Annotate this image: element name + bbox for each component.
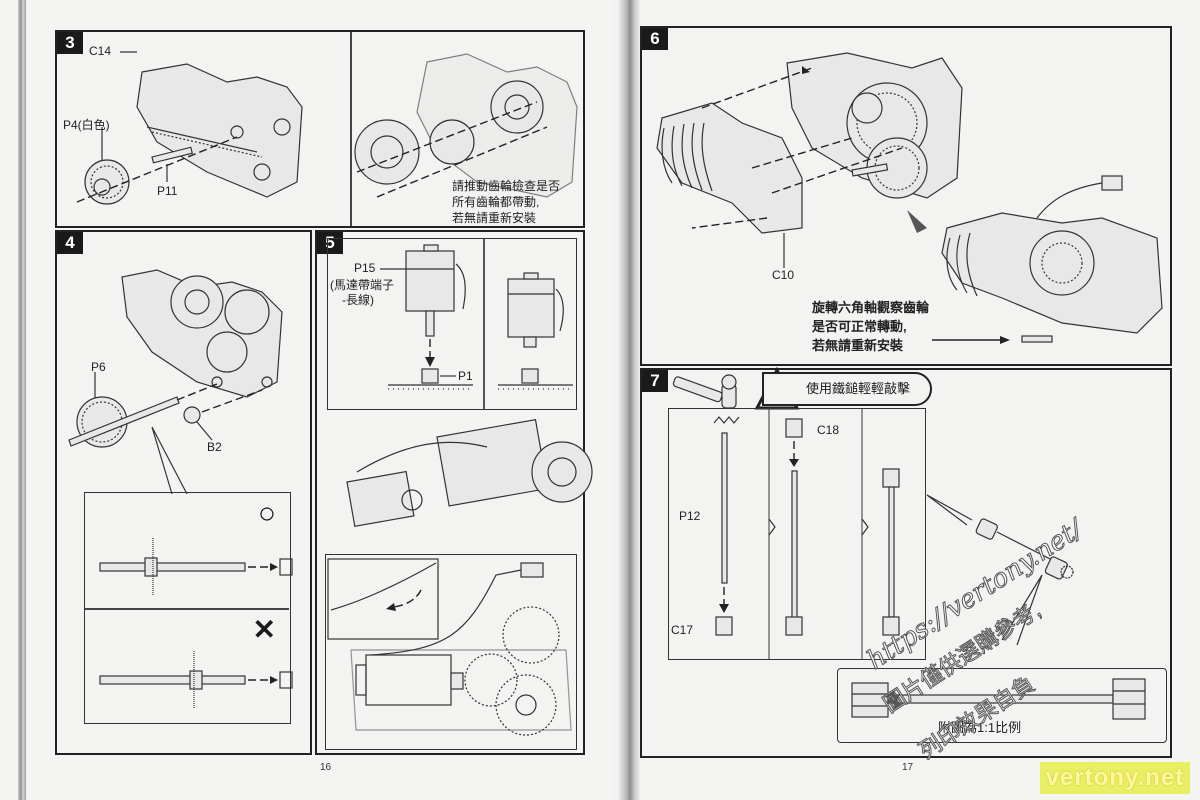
step-number: 6 [642, 28, 668, 50]
gearbox-assembly-illustration [656, 52, 1163, 344]
book-spine [618, 0, 640, 800]
part-desc-line-1: (馬達帶端子 [330, 278, 394, 292]
motor-install-illustration [346, 418, 593, 528]
step-7-panel: 7 使用鐵鎚輕輕敲擊 [640, 366, 1172, 758]
part-label-c10: C10 [772, 268, 795, 282]
wiring-diagram [327, 558, 572, 736]
part-label-p4: P4(白色) [63, 118, 110, 132]
part-label-c18: C18 [817, 423, 840, 437]
step-number: 7 [642, 370, 668, 392]
gear-shaft-illustration [68, 269, 283, 495]
part-label-p12: P12 [679, 509, 701, 523]
step-number: 3 [57, 32, 83, 54]
step-number: 5 [317, 232, 343, 254]
part-label-b2: B2 [207, 440, 222, 454]
page-number: 16 [320, 762, 332, 773]
site-badge: vertony.net [1040, 762, 1190, 794]
motor-pinion-illustration [380, 244, 573, 390]
page-edge [18, 0, 26, 800]
motor-press-box: P15 (馬達帶端子 -長線) P1 [327, 238, 577, 410]
part-label-c14: C14 [89, 44, 112, 58]
wiring-detail-box [325, 554, 577, 750]
part-label-p15: P15 [354, 261, 376, 275]
part-label-p6: P6 [91, 360, 106, 374]
shaft-position-diagrams [99, 538, 293, 709]
right-page: 6 C10 [640, 0, 1200, 800]
scale-axle-diagram [851, 678, 1146, 720]
axle-assembly-box: P12 C18 C17 [668, 408, 926, 660]
step-3-panel: 3 C14 P4(白色) [55, 30, 585, 228]
wrong-mark-icon: ✕ [252, 614, 276, 645]
step-4-panel: 4 P6 B2 ○ ✕ [55, 230, 312, 755]
page-number: 17 [902, 762, 914, 773]
comparison-divider [85, 608, 289, 610]
step-5-panel: 5 [315, 230, 593, 755]
part-label-p11: P11 [157, 184, 178, 198]
step-6-panel: 6 C10 [640, 26, 1172, 366]
step-3-note: 請推動齒輪檢查是否 所有齒輪都帶動, 若無請重新安裝 [452, 179, 561, 225]
box-divider [483, 239, 485, 409]
axle-perspective-illustration [926, 494, 1074, 646]
scale-caption: 附圖為1:1比例 [938, 720, 1022, 735]
scale-reference-box: 附圖為1:1比例 [837, 668, 1167, 743]
axle-gear-diagram [713, 409, 900, 659]
left-page: 3 C14 P4(白色) [18, 0, 593, 800]
part-label-c17: C17 [671, 623, 694, 637]
correct-mark-icon: ○ [257, 497, 276, 530]
part-label-p1: P1 [458, 369, 473, 383]
step-6-note: 旋轉六角軸觀察齒輪 是否可正常轉動, 若無請重新安裝 [812, 300, 930, 353]
hammer-warning-banner: 使用鐵鎚輕輕敲擊 [762, 372, 932, 406]
part-desc-line-2: -長線) [342, 293, 374, 307]
comparison-box: ○ ✕ [84, 492, 293, 724]
gearbox-half-illustration [76, 51, 578, 205]
panel-divider [350, 32, 352, 226]
step-number: 4 [57, 232, 83, 254]
